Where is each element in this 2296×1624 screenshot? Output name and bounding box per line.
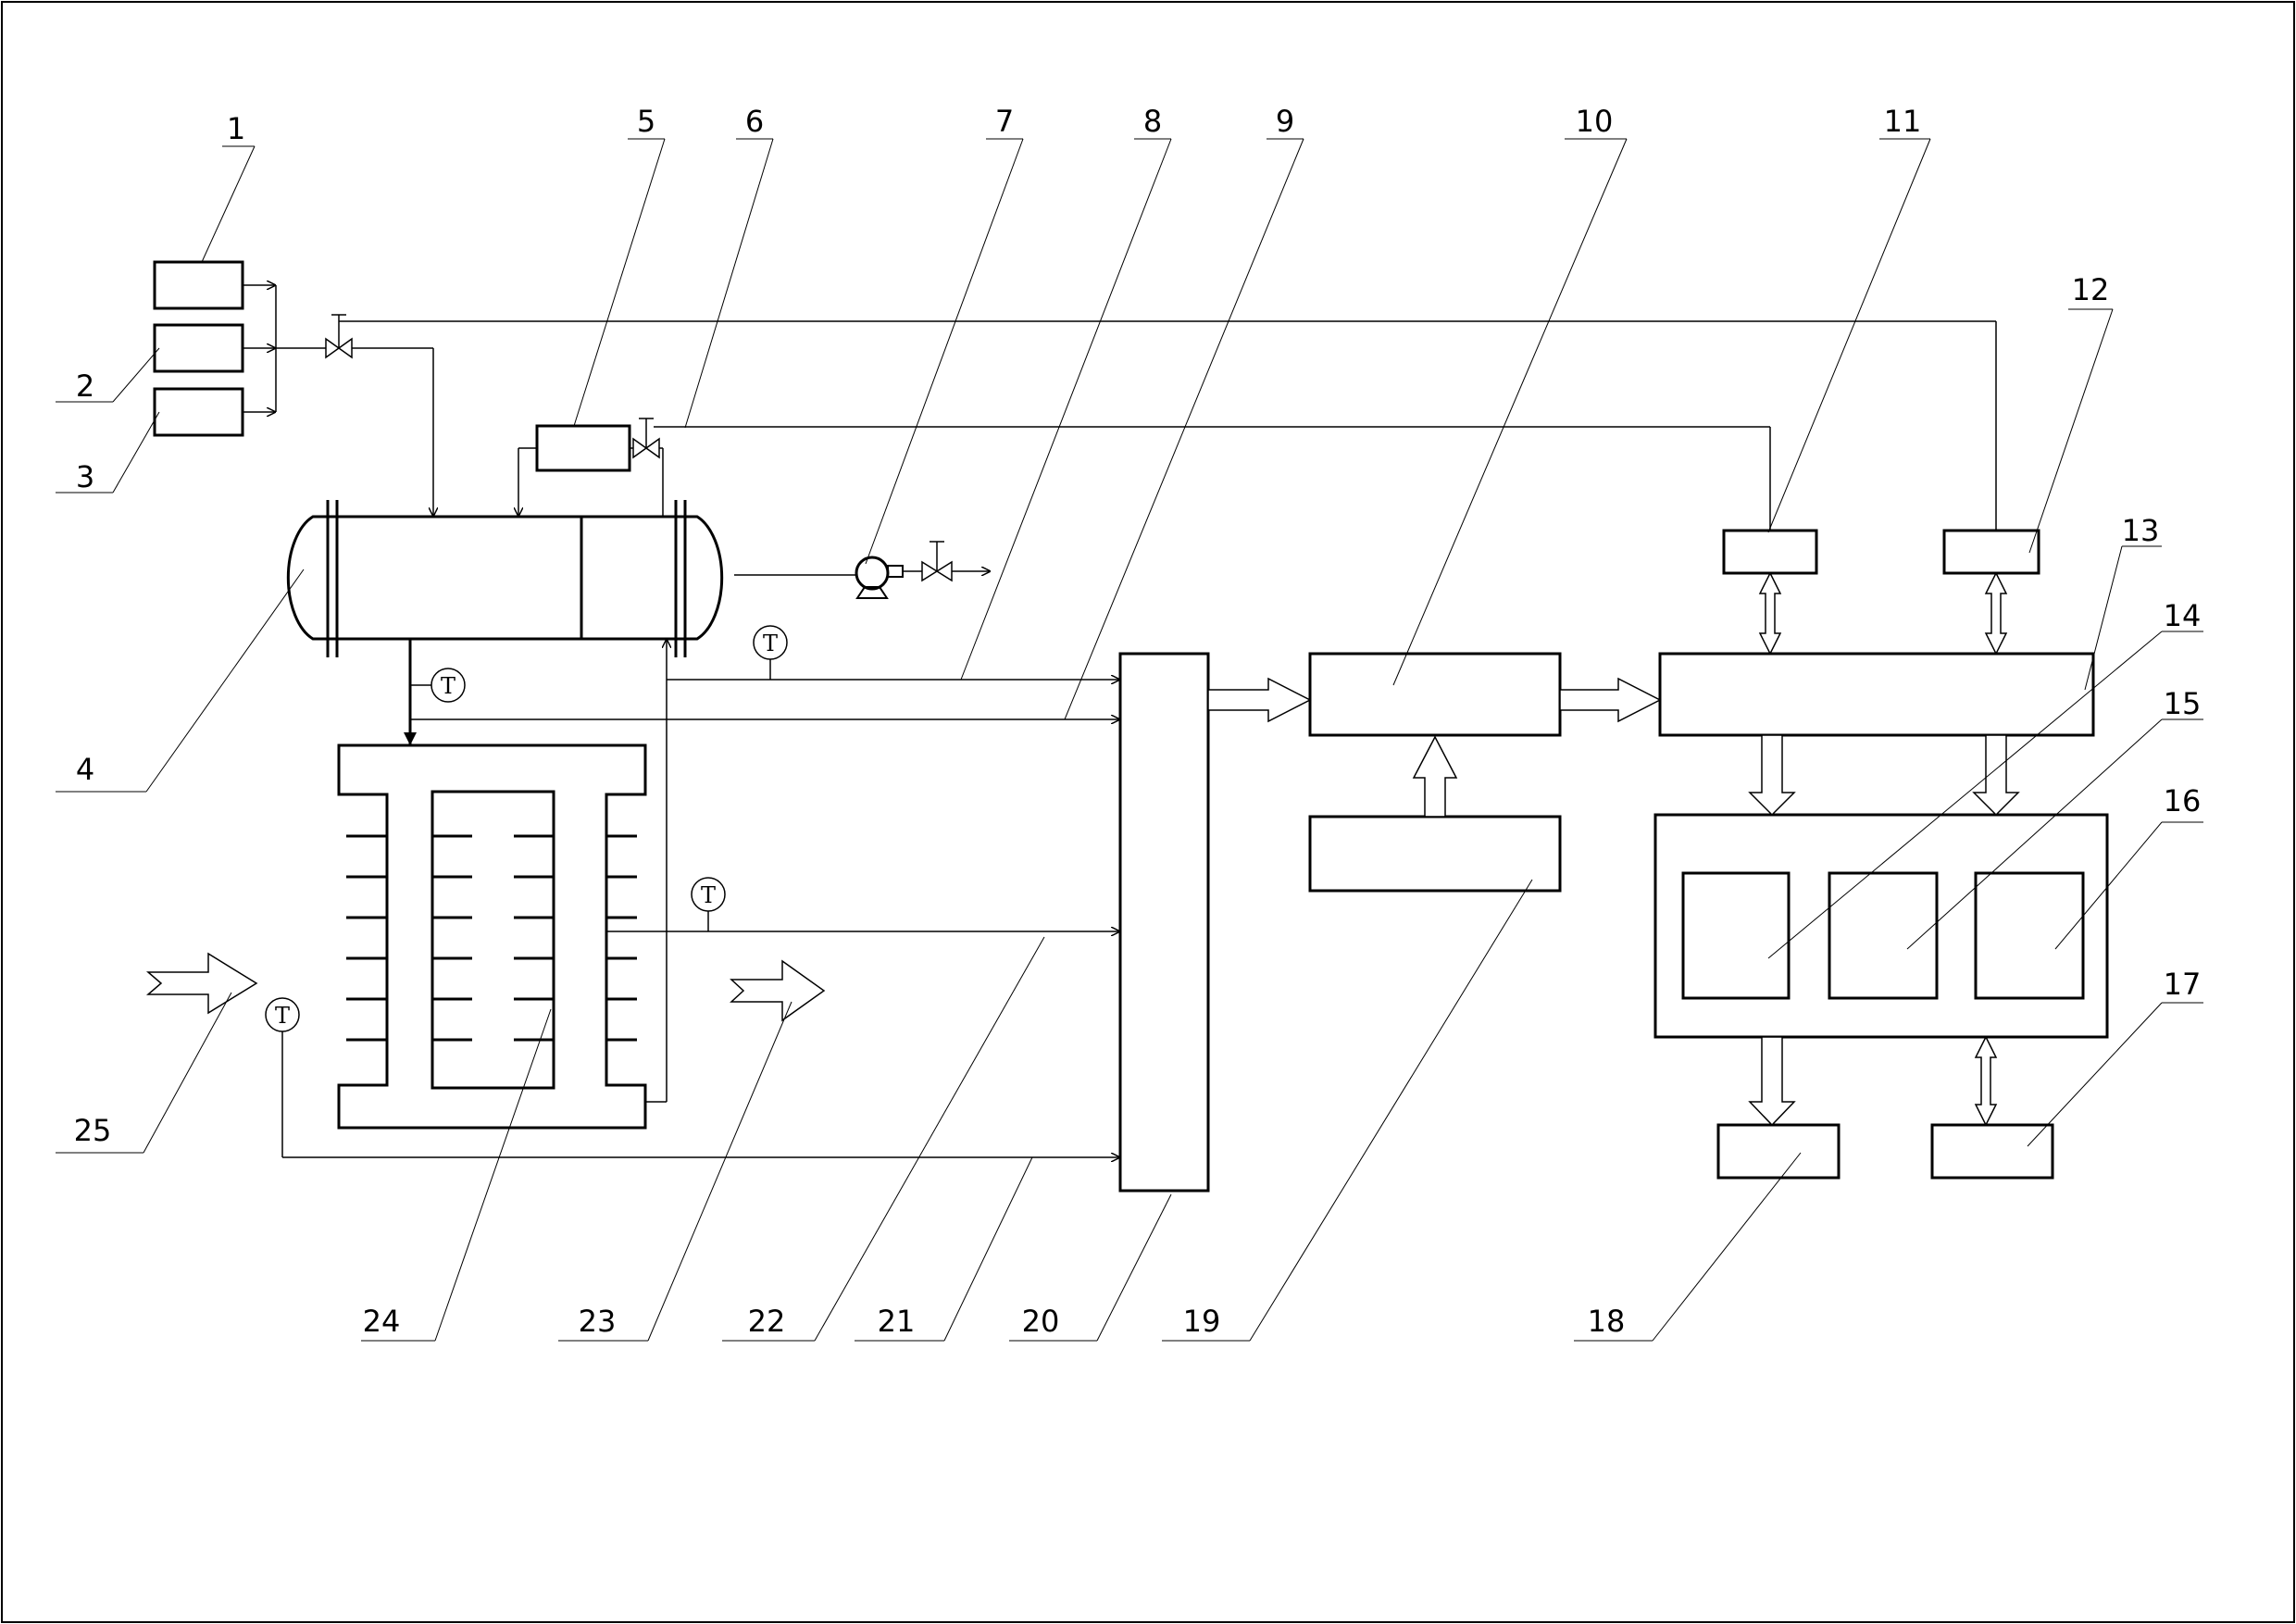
module-14: [1681, 871, 1791, 1000]
label-20: 20: [1022, 1304, 1060, 1339]
arrow-10-to-13: [1559, 677, 1662, 723]
arrow-19-to-10: [1412, 735, 1458, 818]
bidirectional-arrow-12: [1984, 571, 2008, 656]
label-11: 11: [1884, 104, 1922, 139]
label-1: 1: [227, 111, 245, 146]
label-8: 8: [1143, 104, 1162, 139]
leader-lines: [56, 138, 2203, 1342]
module-16: [1974, 871, 2085, 1000]
temp-symbol: T: [763, 631, 778, 656]
temp-symbol: T: [701, 882, 716, 908]
pump-7: [855, 556, 904, 599]
temperature-sensor-icon: [265, 997, 300, 1032]
label-5: 5: [637, 104, 655, 139]
arrow-20-to-10: [1207, 677, 1312, 723]
label-18: 18: [1588, 1304, 1626, 1339]
arrow-computer-to-18: [1748, 1036, 1796, 1127]
label-2: 2: [76, 369, 94, 404]
label-19: 19: [1183, 1304, 1221, 1339]
actuator-12: [1942, 529, 2040, 575]
label-10: 10: [1576, 104, 1614, 139]
reactor-24: [337, 743, 647, 1130]
display-18: [1716, 1123, 1841, 1180]
temperature-sensor-icon: [691, 877, 726, 912]
gas-source-1: [153, 260, 244, 310]
temperature-sensor-icon: [430, 668, 466, 703]
gas-source-2: [153, 323, 244, 373]
label-23: 23: [579, 1304, 617, 1339]
computer-panel: [1653, 813, 2109, 1039]
bidirectional-arrow-11: [1758, 571, 1782, 656]
label-16: 16: [2164, 783, 2202, 818]
label-7: 7: [995, 104, 1014, 139]
acquisition-unit-20: [1118, 652, 1210, 1193]
actuator-11: [1722, 529, 1818, 575]
label-15: 15: [2164, 686, 2202, 721]
temp-symbol: T: [441, 673, 455, 699]
label-17: 17: [2164, 967, 2202, 1002]
label-9: 9: [1276, 104, 1294, 139]
label-12: 12: [2072, 272, 2110, 307]
control-valve-6: [632, 418, 660, 459]
label-14: 14: [2164, 598, 2202, 633]
label-6: 6: [745, 104, 764, 139]
label-13: 13: [2122, 513, 2160, 548]
temp-symbol: T: [275, 1003, 290, 1029]
gas-control-valve: [325, 314, 353, 359]
arrow-13-to-computer-a: [1748, 734, 1796, 817]
mixing-tank: [286, 500, 724, 657]
reactor-fins: [346, 834, 637, 1042]
label-22: 22: [748, 1304, 786, 1339]
bidirectional-arrow-17: [1974, 1035, 1998, 1127]
module-15: [1828, 871, 1939, 1000]
controller-13: [1658, 652, 2095, 737]
label-21: 21: [878, 1304, 916, 1339]
label-4: 4: [76, 752, 94, 787]
air-inlet-arrow-icon: [145, 952, 258, 1015]
power-supply-19: [1308, 815, 1562, 893]
arrow-13-to-computer-b: [1972, 734, 2020, 817]
printer-17: [1930, 1123, 2054, 1180]
gas-source-3: [153, 387, 244, 437]
dosing-unit-5: [535, 424, 631, 472]
label-3: 3: [76, 459, 94, 494]
label-24: 24: [363, 1304, 401, 1339]
discharge-valve: [921, 541, 953, 582]
air-outlet-arrow-icon: [730, 959, 826, 1022]
temperature-sensor-icon: [753, 625, 788, 660]
conversion-unit-10: [1308, 652, 1562, 737]
label-25: 25: [74, 1113, 112, 1148]
